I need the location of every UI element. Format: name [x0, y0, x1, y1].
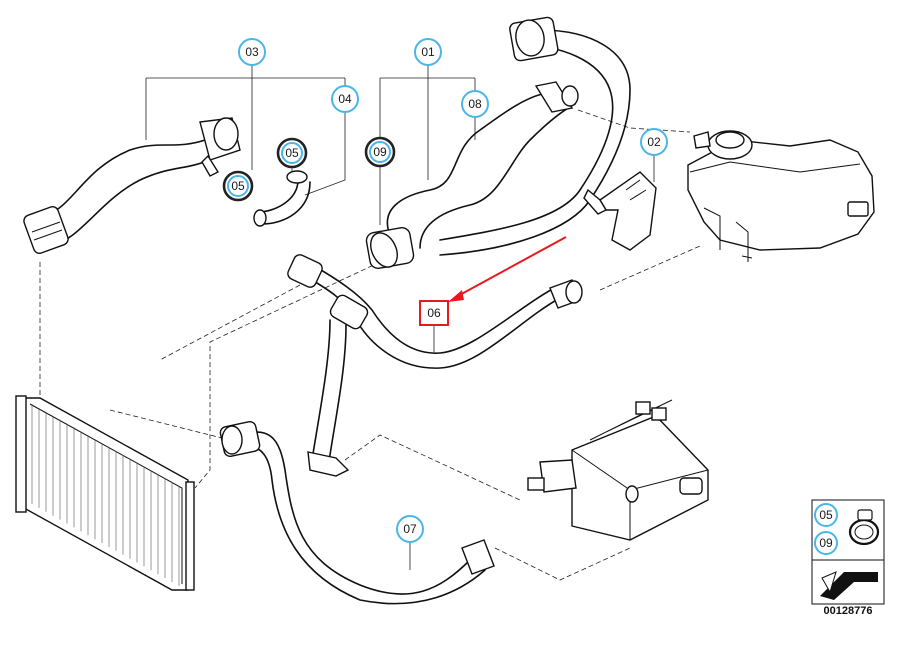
radiator-inlet-hose — [439, 16, 631, 256]
legend-box: 05 09 — [811, 499, 885, 605]
svg-text:03: 03 — [245, 45, 259, 59]
callout-06: 06 — [419, 300, 449, 326]
svg-text:05: 05 — [231, 179, 245, 193]
callout-07: 07 — [396, 515, 424, 543]
vertical-hose — [307, 319, 350, 477]
svg-text:02: 02 — [647, 135, 661, 149]
callout-09: 09 — [364, 136, 396, 168]
expansion-tank — [687, 130, 875, 262]
legend-label-05: 05 — [819, 508, 833, 522]
small-bypass-hose — [253, 170, 311, 227]
svg-text:04: 04 — [338, 92, 352, 106]
svg-text:07: 07 — [403, 522, 417, 536]
callout-03: 03 — [238, 38, 266, 66]
main-upper-hose — [365, 81, 579, 269]
callout-01: 01 — [414, 38, 442, 66]
lower-hose-07 — [219, 421, 495, 605]
document-number: 00128776 — [823, 605, 873, 617]
radiator — [15, 395, 195, 591]
oil-cooler — [527, 399, 709, 541]
callout-04: 04 — [331, 85, 359, 113]
coolant-hose-06 — [287, 254, 583, 369]
direction-arrow-icon — [820, 571, 878, 600]
svg-text:05: 05 — [285, 146, 299, 160]
callout-05-left: 05 — [222, 170, 254, 202]
leader-lines — [39, 64, 701, 581]
svg-text:09: 09 — [373, 145, 387, 159]
callout-02: 02 — [640, 128, 668, 156]
upper-radiator-hose — [23, 117, 241, 254]
callout-05-right: 05 — [276, 137, 308, 169]
svg-text:06: 06 — [427, 306, 441, 320]
hose-bracket — [583, 171, 657, 251]
callout-08: 08 — [461, 90, 489, 118]
svg-text:01: 01 — [421, 45, 435, 59]
hose-clamp-icon — [848, 509, 880, 546]
legend-label-09: 09 — [819, 536, 833, 550]
highlight-arrow — [448, 236, 567, 302]
svg-text:08: 08 — [468, 97, 482, 111]
